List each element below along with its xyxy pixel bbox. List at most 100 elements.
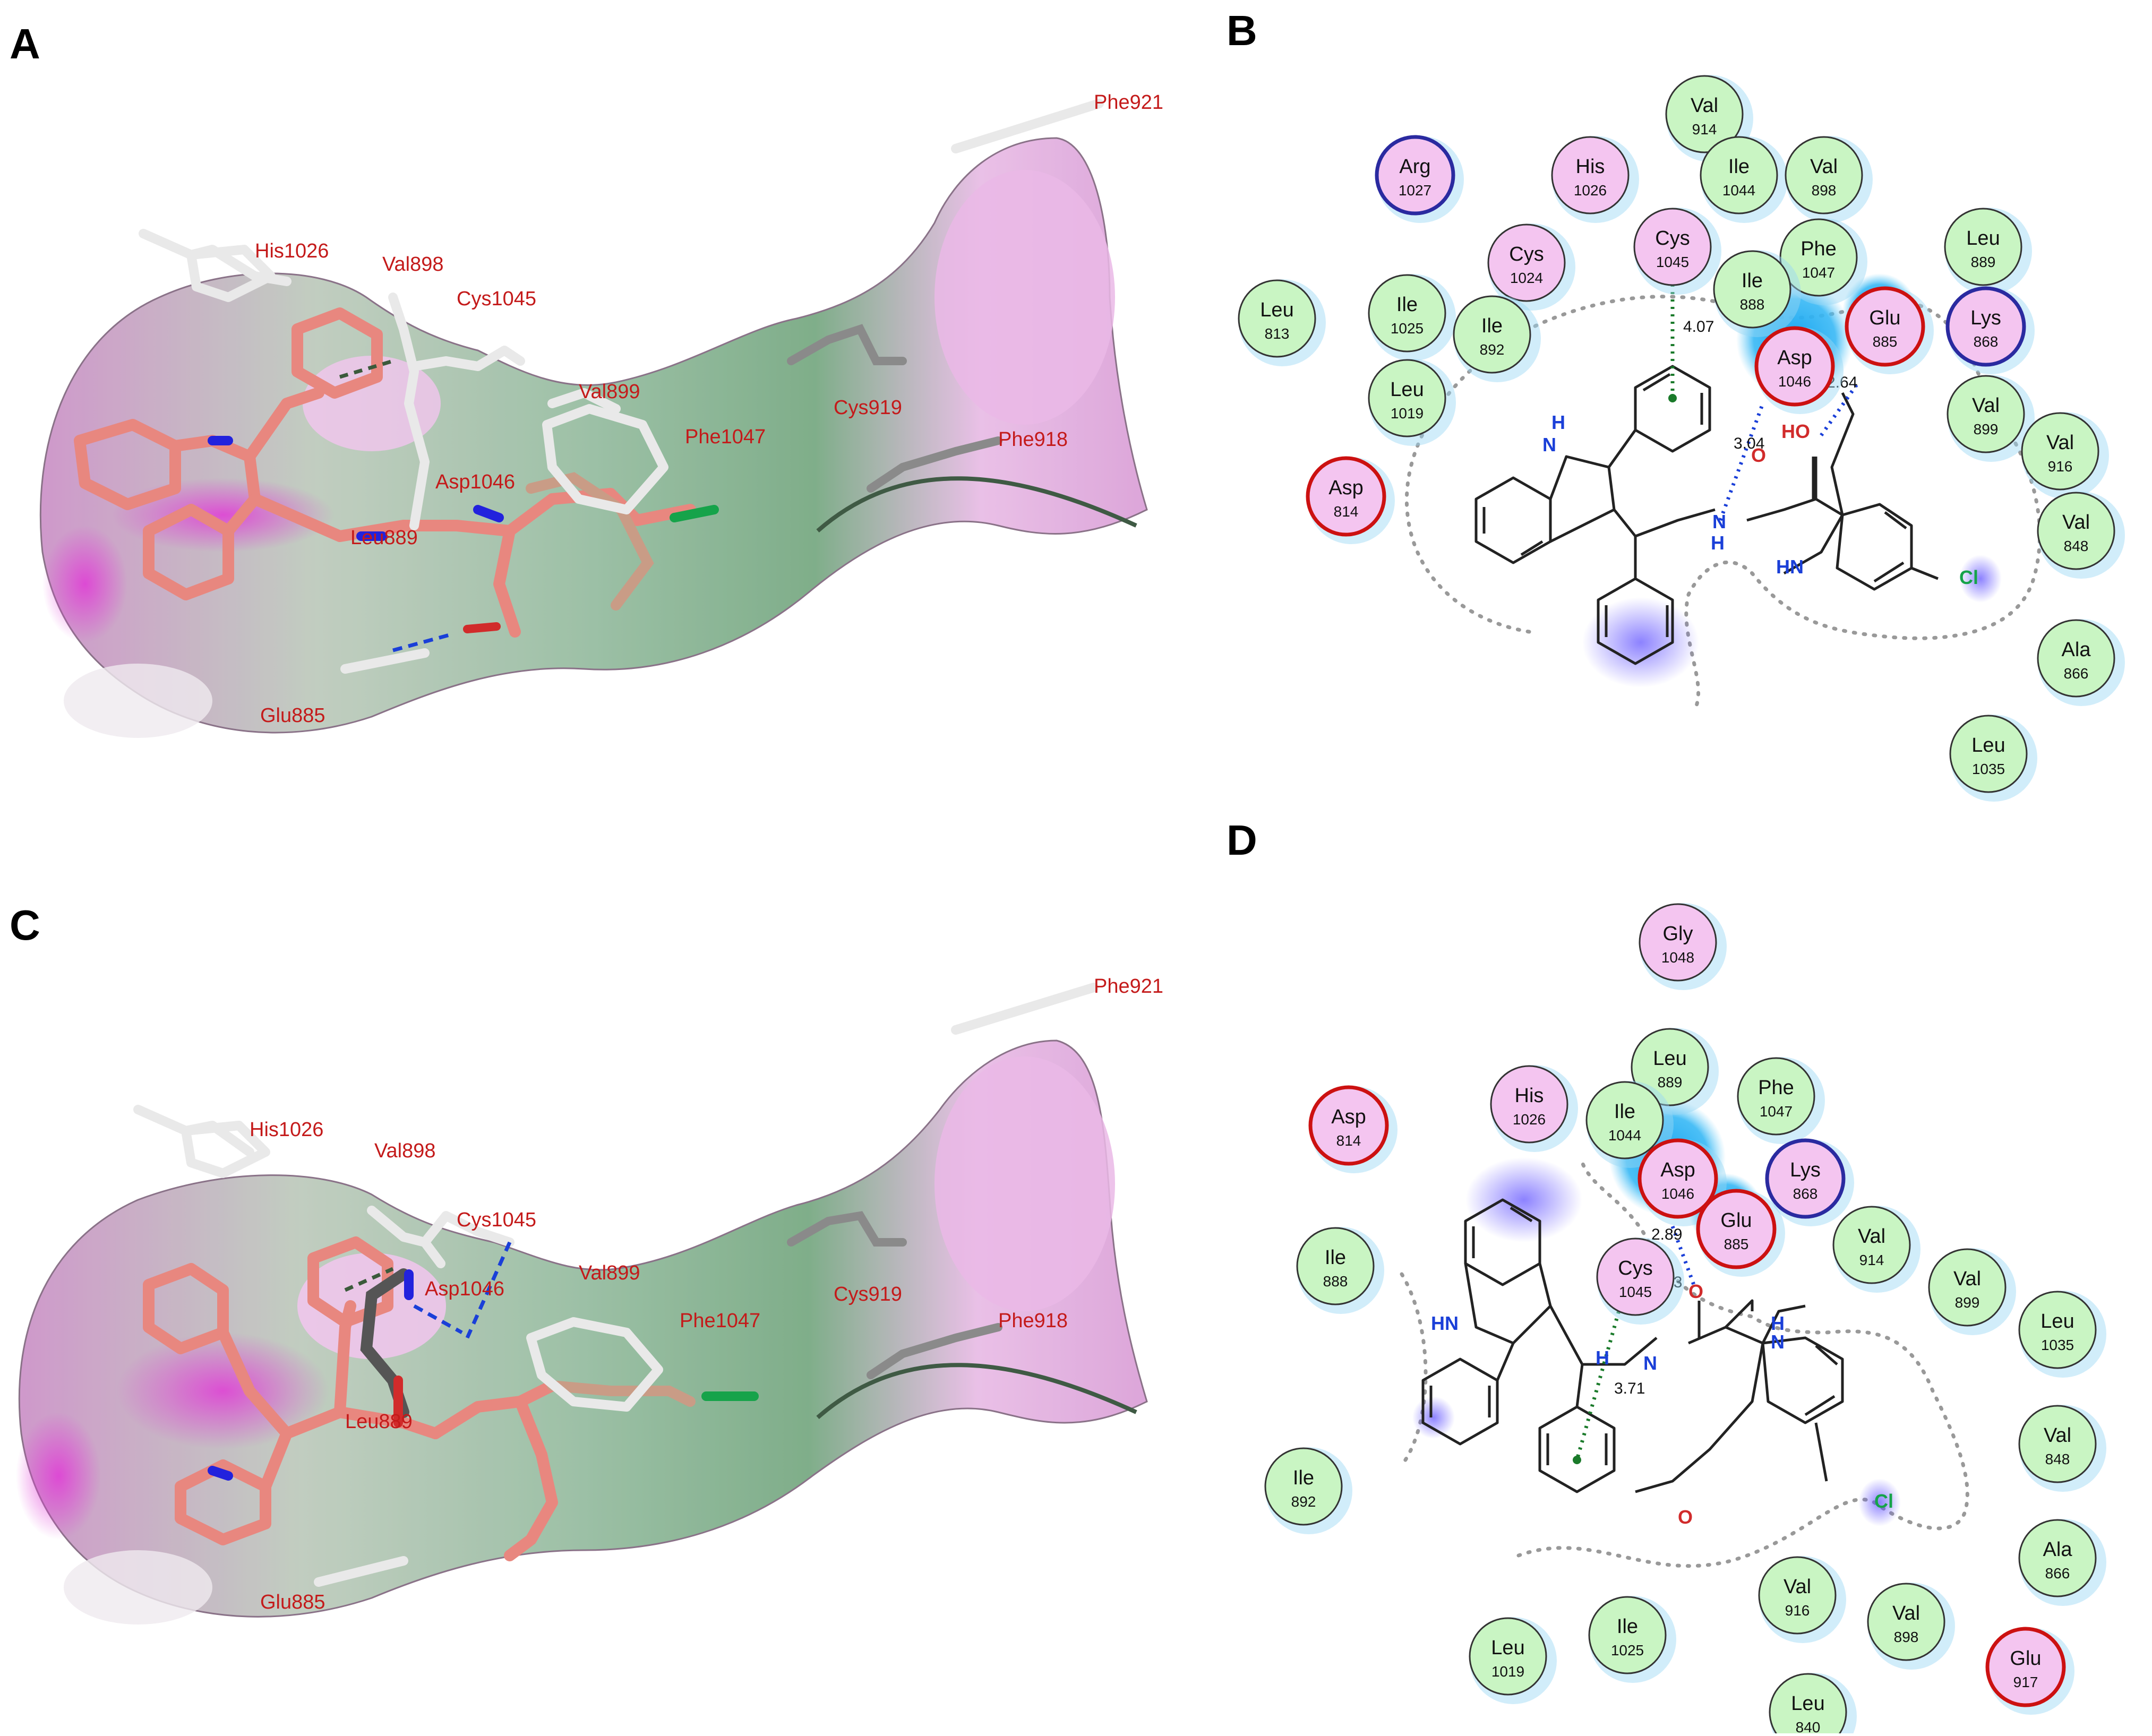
residue-label: His1026 <box>250 1119 323 1141</box>
hbond-dash <box>392 632 452 652</box>
residue-number: 888 <box>1740 296 1765 313</box>
hbond-dash-2 <box>465 1241 512 1339</box>
residue-number: 1048 <box>1661 949 1694 966</box>
residue-number: 1047 <box>1760 1103 1793 1120</box>
solvent-exposure-cloud <box>1582 597 1699 687</box>
panel-a-residue-labels: Phe921His1026Val898Cys1045Val899Phe1047C… <box>255 91 1163 727</box>
residue-name: Ile <box>1396 294 1418 316</box>
pi-dash <box>339 359 394 379</box>
residue-name: Leu <box>1971 734 2005 757</box>
residue-number: 1019 <box>1491 1663 1524 1680</box>
residue-label: Cys1045 <box>457 288 536 310</box>
residue-name: Ile <box>1293 1467 1314 1489</box>
residue-node: His1026 <box>1551 136 1639 223</box>
residue-number: 840 <box>1796 1719 1821 1733</box>
atom-label: H <box>1551 411 1565 433</box>
solvent-exposure-cloud-3 <box>1412 1396 1455 1439</box>
residue-name: Asp <box>1328 477 1363 499</box>
atom-label: Cl <box>1959 566 1978 588</box>
residue-name: His <box>1515 1085 1544 1107</box>
panel-c-residue-labels: Phe921His1026Val898Cys1045Val899Asp1046P… <box>250 975 1163 1613</box>
residue-number: 1046 <box>1661 1185 1694 1202</box>
residue-label: Phe921 <box>1094 91 1163 114</box>
residue-number: 892 <box>1480 341 1505 358</box>
residue-name: Val <box>2062 511 2090 534</box>
residue-name: His <box>1576 156 1605 178</box>
pi-center-dot <box>1668 394 1677 402</box>
residue-name: Glu <box>2010 1647 2041 1670</box>
residue-node: Asp 814 <box>1306 456 1395 544</box>
residue-name: Leu <box>2040 1310 2074 1333</box>
residue-name: Val <box>2046 432 2074 454</box>
pocket-white-patch <box>64 1550 212 1625</box>
residue-sticks <box>133 983 1099 1587</box>
chlorine-stick <box>670 505 719 522</box>
residue-number: 917 <box>2013 1674 2038 1690</box>
panel-c-3d-pocket: Phe921His1026Val898Cys1045Val899Asp1046P… <box>16 975 1163 1625</box>
oxygen-stick <box>463 622 501 633</box>
solvent-exposure-cloud-2 <box>1959 555 2002 603</box>
residue-name: Asp <box>1777 347 1812 369</box>
panel-label-c: C <box>10 901 40 949</box>
distance-label: 2.89 <box>1651 1226 1682 1243</box>
residue-name: Phe <box>1758 1077 1794 1099</box>
residue-node: Ile 892 <box>1453 295 1541 382</box>
residue-name: Ala <box>2043 1539 2073 1561</box>
residue-name: Glu <box>1720 1209 1752 1232</box>
residue-name: Glu <box>1869 307 1900 329</box>
binding-pocket-surface <box>39 137 1148 734</box>
residue-number: 899 <box>1955 1294 1980 1311</box>
residue-label: Val898 <box>374 1140 436 1162</box>
residue-node: Val899 <box>1928 1248 2016 1335</box>
residue-number: 1046 <box>1778 373 1811 390</box>
residue-label: Cys919 <box>834 1283 902 1305</box>
residue-name: Val <box>1691 94 1718 117</box>
residue-number: 1024 <box>1510 270 1543 286</box>
residue-grey-sticks <box>787 324 1002 493</box>
residue-name: Asp <box>1660 1159 1695 1181</box>
distance-label: 4.07 <box>1683 318 1714 336</box>
ligand-2d-skeleton <box>1421 1198 1844 1493</box>
residue-name: Ile <box>1742 270 1763 292</box>
residue-name: Leu <box>1260 299 1293 321</box>
ligand-sticks <box>74 307 696 638</box>
pocket-magenta-patch-2 <box>42 526 127 642</box>
residue-label: Phe1047 <box>685 426 766 448</box>
residue-number: 1044 <box>1722 182 1755 199</box>
solvent-exposure-cloud <box>1465 1157 1582 1242</box>
residue-label: Glu885 <box>260 704 325 727</box>
residue-name: Val <box>1858 1225 1885 1248</box>
ligand-sticks <box>143 1236 558 1561</box>
hbond-line-2 <box>1820 381 1860 437</box>
residue-number: 889 <box>1658 1074 1683 1090</box>
residue-name: Ile <box>1728 156 1750 178</box>
hbond-line <box>1670 1225 1696 1286</box>
residue-name: Cys <box>1655 227 1690 250</box>
residue-name: Leu <box>1966 227 2000 250</box>
residue-number: 1045 <box>1619 1284 1652 1300</box>
atom-label: H <box>1771 1312 1785 1334</box>
residue-label: Phe918 <box>998 428 1068 451</box>
residue-number: 914 <box>1692 121 1717 137</box>
residue-name: Cys <box>1618 1257 1652 1279</box>
residue-label: Leu889 <box>345 1411 413 1433</box>
atom-label: H <box>1711 532 1725 554</box>
residue-number: 814 <box>1334 503 1359 520</box>
residue-name: Ile <box>1481 315 1503 337</box>
distance-label: 3.04 <box>1734 435 1764 452</box>
residue-name: Lys <box>1970 307 2001 329</box>
hbond-dash <box>413 1304 463 1335</box>
residue-label: Cys1045 <box>457 1209 536 1231</box>
